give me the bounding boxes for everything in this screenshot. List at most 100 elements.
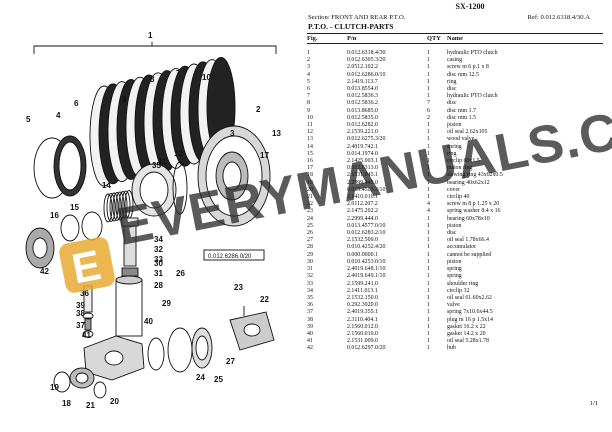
cell-fig: 24 — [307, 215, 313, 222]
callout-21: 21 — [86, 401, 95, 408]
cell-pn: 0.012.6286.0/10 — [347, 71, 386, 78]
cell-fig: 23 — [307, 208, 313, 215]
cell-qty: 4 — [427, 208, 430, 215]
cell-pn: 0.012.5836.3 — [347, 93, 378, 100]
cell-fig: 8 — [307, 100, 310, 107]
cell-fig: 5 — [307, 78, 310, 85]
callout-32: 32 — [154, 245, 163, 254]
callout-22: 22 — [260, 295, 269, 304]
cell-name: bearing 40x62x12 — [447, 179, 490, 186]
cell-fig: 9 — [307, 107, 310, 114]
page-number: 1/1 — [589, 400, 598, 407]
cell-qty: 1 — [427, 222, 430, 229]
spring-coil — [112, 192, 122, 221]
cell-fig: 11 — [307, 122, 313, 129]
cell-pn: 2.1560.012.0 — [347, 323, 378, 330]
callout-2: 2 — [256, 105, 261, 114]
cell-name: hub — [447, 345, 456, 352]
spring-coil — [115, 191, 125, 221]
cell-pn: 0.012.6318.4/30 — [347, 50, 386, 56]
callout-41: 41 — [82, 331, 91, 340]
callout-28: 28 — [154, 281, 163, 290]
cell-name: oil seal 5.28x1.78 — [447, 338, 489, 345]
cell-name: spring — [447, 266, 462, 273]
cell-pn: 2.1599.241.0 — [347, 280, 378, 287]
cell-fig: 15 — [307, 150, 313, 157]
cell-fig: 26 — [307, 230, 313, 237]
cell-qty: 1 — [427, 179, 430, 186]
cell-fig: 41 — [307, 338, 313, 345]
cell-pn: 2.1560.010.0 — [347, 330, 378, 337]
cell-pn: 0.010.4253.0/10 — [347, 258, 386, 265]
spring-coil — [109, 192, 119, 222]
cell-name: piston — [447, 258, 462, 265]
callout-36: 36 — [80, 289, 89, 298]
col-header-pn: P/n — [347, 33, 427, 44]
cell-qty: 1 — [427, 258, 430, 265]
cell-qty: 1 — [427, 165, 430, 172]
callout-7: 7 — [176, 69, 181, 78]
cell-name: ring — [447, 150, 457, 157]
callout-40: 40 — [144, 317, 153, 326]
callout-18: 18 — [62, 399, 71, 408]
cell-name: valve — [447, 302, 460, 309]
callout-31: 31 — [154, 269, 163, 278]
cell-qty: 1 — [427, 150, 430, 157]
cell-qty: 1 — [427, 244, 430, 251]
cell-fig: 33 — [307, 280, 313, 287]
cell-qty: 1 — [427, 50, 430, 56]
cell-fig: 2 — [307, 57, 310, 64]
cell-qty: 1 — [427, 330, 430, 337]
callout-5: 5 — [26, 115, 31, 124]
callout-34: 34 — [154, 235, 163, 244]
cell-pn: 0.012.6313.0 — [347, 165, 378, 172]
cell-qty: 1 — [427, 71, 430, 78]
callout-25: 25 — [214, 375, 223, 384]
cell-pn: 2.4019.355.1 — [347, 309, 378, 316]
cell-fig: 40 — [307, 330, 313, 337]
cell-pn: 2.2999.445.0 — [347, 179, 378, 186]
callout-33: 33 — [154, 255, 163, 264]
cell-name: circlip 60x1.5 — [447, 158, 480, 165]
cell-qty: 1 — [427, 122, 430, 129]
cell-fig: 36 — [307, 302, 313, 309]
cell-pn: 0.013.4577.0/10 — [347, 222, 386, 229]
cell-name: disc — [447, 86, 457, 93]
cell-name: bearing 60x78x10 — [447, 215, 490, 222]
cell-qty: 1 — [427, 294, 430, 301]
cell-fig: 34 — [307, 287, 313, 294]
cell-name: accumulator — [447, 244, 477, 251]
cell-name: ring — [447, 78, 457, 85]
callout-16: 16 — [50, 211, 59, 220]
cell-qty: 1 — [427, 172, 430, 179]
cell-pn: 2.1531.009.0 — [347, 338, 378, 345]
cell-qty: 1 — [427, 64, 430, 71]
cell-name: spring 7x10.6x44.5 — [447, 309, 493, 316]
cell-name: screw m 6 p.1 x 8 — [447, 64, 489, 71]
table-row: 19 2.2999.445.0 1 bearing 40x62x12 — [307, 180, 603, 187]
cell-name: disc — [447, 100, 457, 107]
callout-39: 39 — [76, 301, 85, 310]
cell-pn: 0.012.5836.2 — [347, 100, 378, 107]
cell-fig: 28 — [307, 244, 313, 251]
cell-name: gasket 16.2 x 22 — [447, 323, 486, 330]
callout-29: 29 — [162, 299, 171, 308]
cell-name: spring washer 8.4 x 16 — [447, 208, 501, 215]
cell-pn: 2.2999.444.0 — [347, 215, 378, 222]
cell-fig: 19 — [307, 179, 313, 186]
cell-pn: 2.0512.102.2 — [347, 64, 378, 71]
